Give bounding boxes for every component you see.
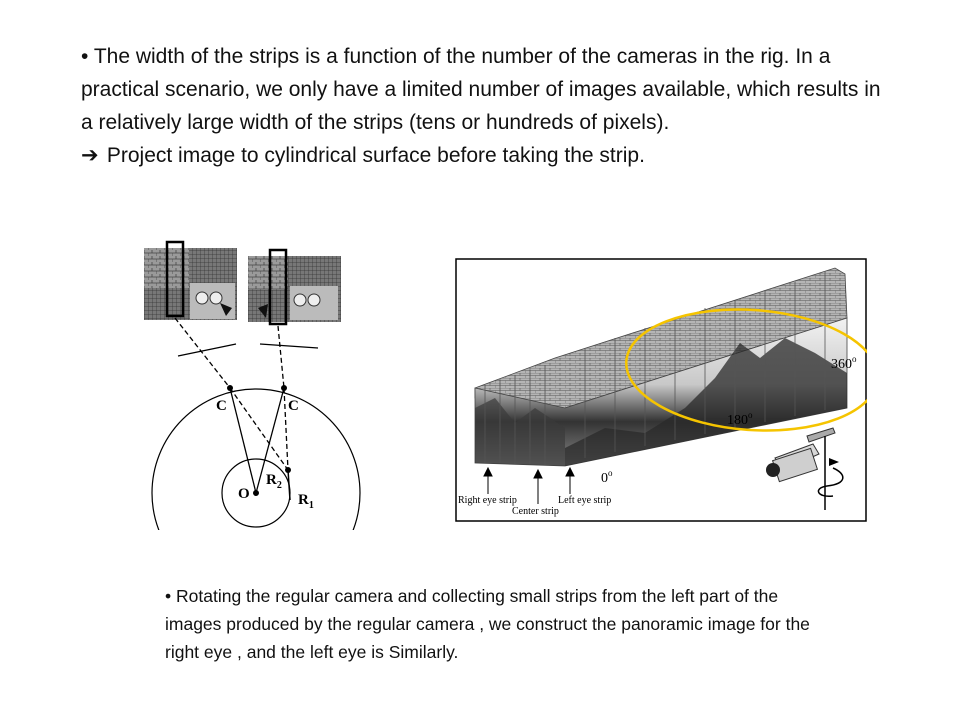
left-thumbnail-image xyxy=(144,248,237,320)
center-strip-label: Center strip xyxy=(512,506,559,517)
angle-360-label: 360o xyxy=(831,354,857,372)
label-r1: R1 xyxy=(298,492,314,511)
bullet-marker: • xyxy=(165,586,172,606)
camera-geometry-figure: C C O R2 R1 xyxy=(140,238,370,530)
bullet-paragraph: • The width of the strips is a function … xyxy=(81,40,881,139)
arrow-line-text: Project image to cylindrical surface bef… xyxy=(106,144,645,167)
panorama-strips-diagram: 360o 180o 0o Right eye strip Center stri… xyxy=(455,258,880,522)
right-thumbnail-image xyxy=(248,256,341,322)
bullet-paragraph: • Rotating the regular camera and collec… xyxy=(165,582,815,666)
panorama-strips-figure: 360o 180o 0o Right eye strip Center stri… xyxy=(455,258,880,522)
right-strip-marker xyxy=(268,248,288,326)
right-arrow-icon: ➔ xyxy=(81,144,99,167)
top-bullet-paragraph: • The width of the strips is a function … xyxy=(81,40,881,172)
label-c-left: C xyxy=(216,398,227,414)
paragraph-text: The width of the strips is a function of… xyxy=(81,45,881,134)
right-eye-strip-label: Right eye strip xyxy=(458,495,517,506)
arrow-line: ➔ Project image to cylindrical surface b… xyxy=(81,139,881,172)
label-r2: R2 xyxy=(266,472,282,491)
paragraph-text: Rotating the regular camera and collecti… xyxy=(165,586,810,662)
angle-180-label: 180o xyxy=(727,410,753,428)
angle-0-label: 0o xyxy=(601,468,613,486)
bullet-marker: • xyxy=(81,45,89,68)
label-c-right: C xyxy=(288,398,299,414)
camera-geometry-diagram: C C O R2 R1 xyxy=(144,240,361,530)
video-camera-icon xyxy=(766,427,844,510)
left-eye-strip-label: Left eye strip xyxy=(558,495,611,506)
label-o: O xyxy=(238,486,250,502)
left-strip-marker xyxy=(165,240,185,318)
bottom-bullet-paragraph: • Rotating the regular camera and collec… xyxy=(165,582,815,666)
